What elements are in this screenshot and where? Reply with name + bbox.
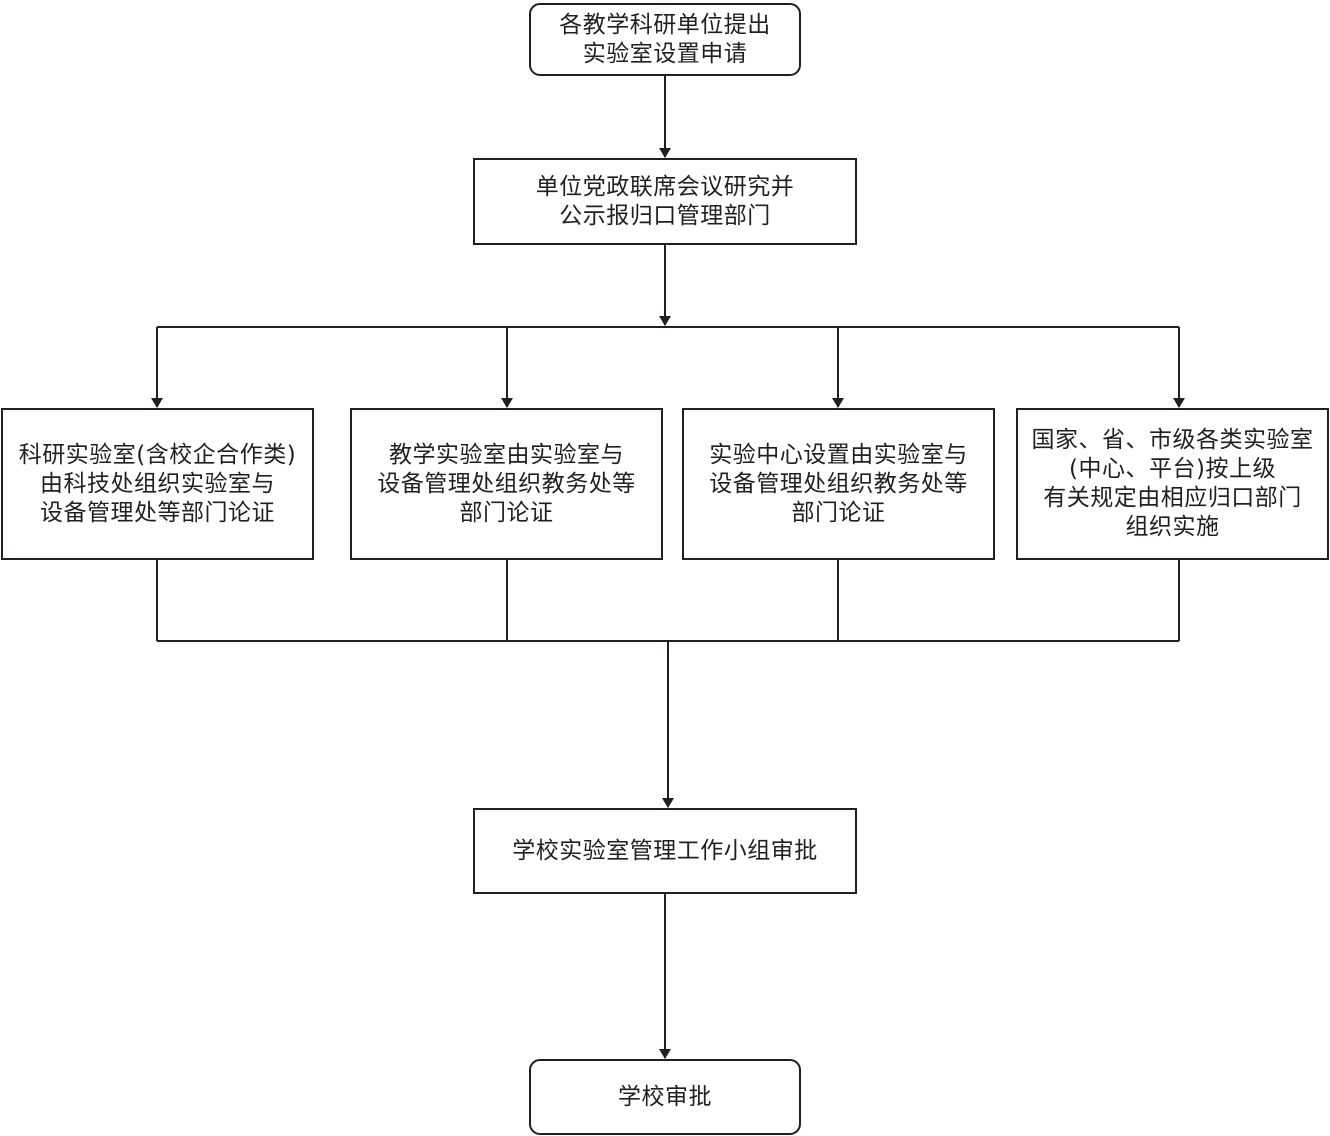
node-apply: 各教学科研单位提出 实验室设置申请 (529, 3, 801, 76)
node-teaching-lab-line-1: 教学实验室由实验室与 (389, 441, 624, 468)
node-meeting-line-1: 单位党政联席会议研究并 (535, 173, 795, 200)
node-apply-line-1: 各教学科研单位提出 (559, 11, 771, 38)
node-research-lab-line-2: 由科技处组织实验室与 (40, 470, 275, 497)
node-national-labs-line-4: 组织实施 (1125, 514, 1220, 540)
node-apply-line-2: 实验室设置申请 (582, 40, 748, 67)
node-teaching-lab: 教学实验室由实验室与 设备管理处组织教务处等 部门论证 (350, 408, 663, 560)
node-teaching-lab-line-3: 部门论证 (459, 499, 554, 526)
node-meeting: 单位党政联席会议研究并 公示报归口管理部门 (473, 158, 857, 245)
node-national-labs-line-3: 有关规定由相应归口部门 (1043, 485, 1302, 511)
node-school-approval: 学校审批 (529, 1059, 801, 1135)
node-group-approval: 学校实验室管理工作小组审批 (473, 808, 857, 894)
node-group-approval-line-1: 学校实验室管理工作小组审批 (512, 837, 818, 864)
node-school-approval-line-1: 学校审批 (618, 1083, 712, 1110)
node-research-lab: 科研实验室(含校企合作类) 由科技处组织实验室与 设备管理处等部门论证 (1, 408, 314, 560)
node-national-labs-line-1: 国家、省、市级各类实验室 (1031, 427, 1314, 453)
node-research-lab-line-1: 科研实验室(含校企合作类) (18, 441, 297, 468)
node-teaching-lab-line-2: 设备管理处组织教务处等 (377, 470, 636, 497)
node-experiment-center-line-3: 部门论证 (791, 499, 886, 526)
node-research-lab-line-3: 设备管理处等部门论证 (40, 499, 275, 526)
node-experiment-center-line-2: 设备管理处组织教务处等 (709, 470, 968, 497)
node-national-labs: 国家、省、市级各类实验室 (中心、平台)按上级 有关规定由相应归口部门 组织实施 (1016, 408, 1329, 560)
node-meeting-line-2: 公示报归口管理部门 (559, 202, 771, 229)
node-experiment-center: 实验中心设置由实验室与 设备管理处组织教务处等 部门论证 (682, 408, 995, 560)
node-national-labs-line-2: (中心、平台)按上级 (1069, 456, 1276, 482)
node-experiment-center-line-1: 实验中心设置由实验室与 (709, 441, 968, 468)
